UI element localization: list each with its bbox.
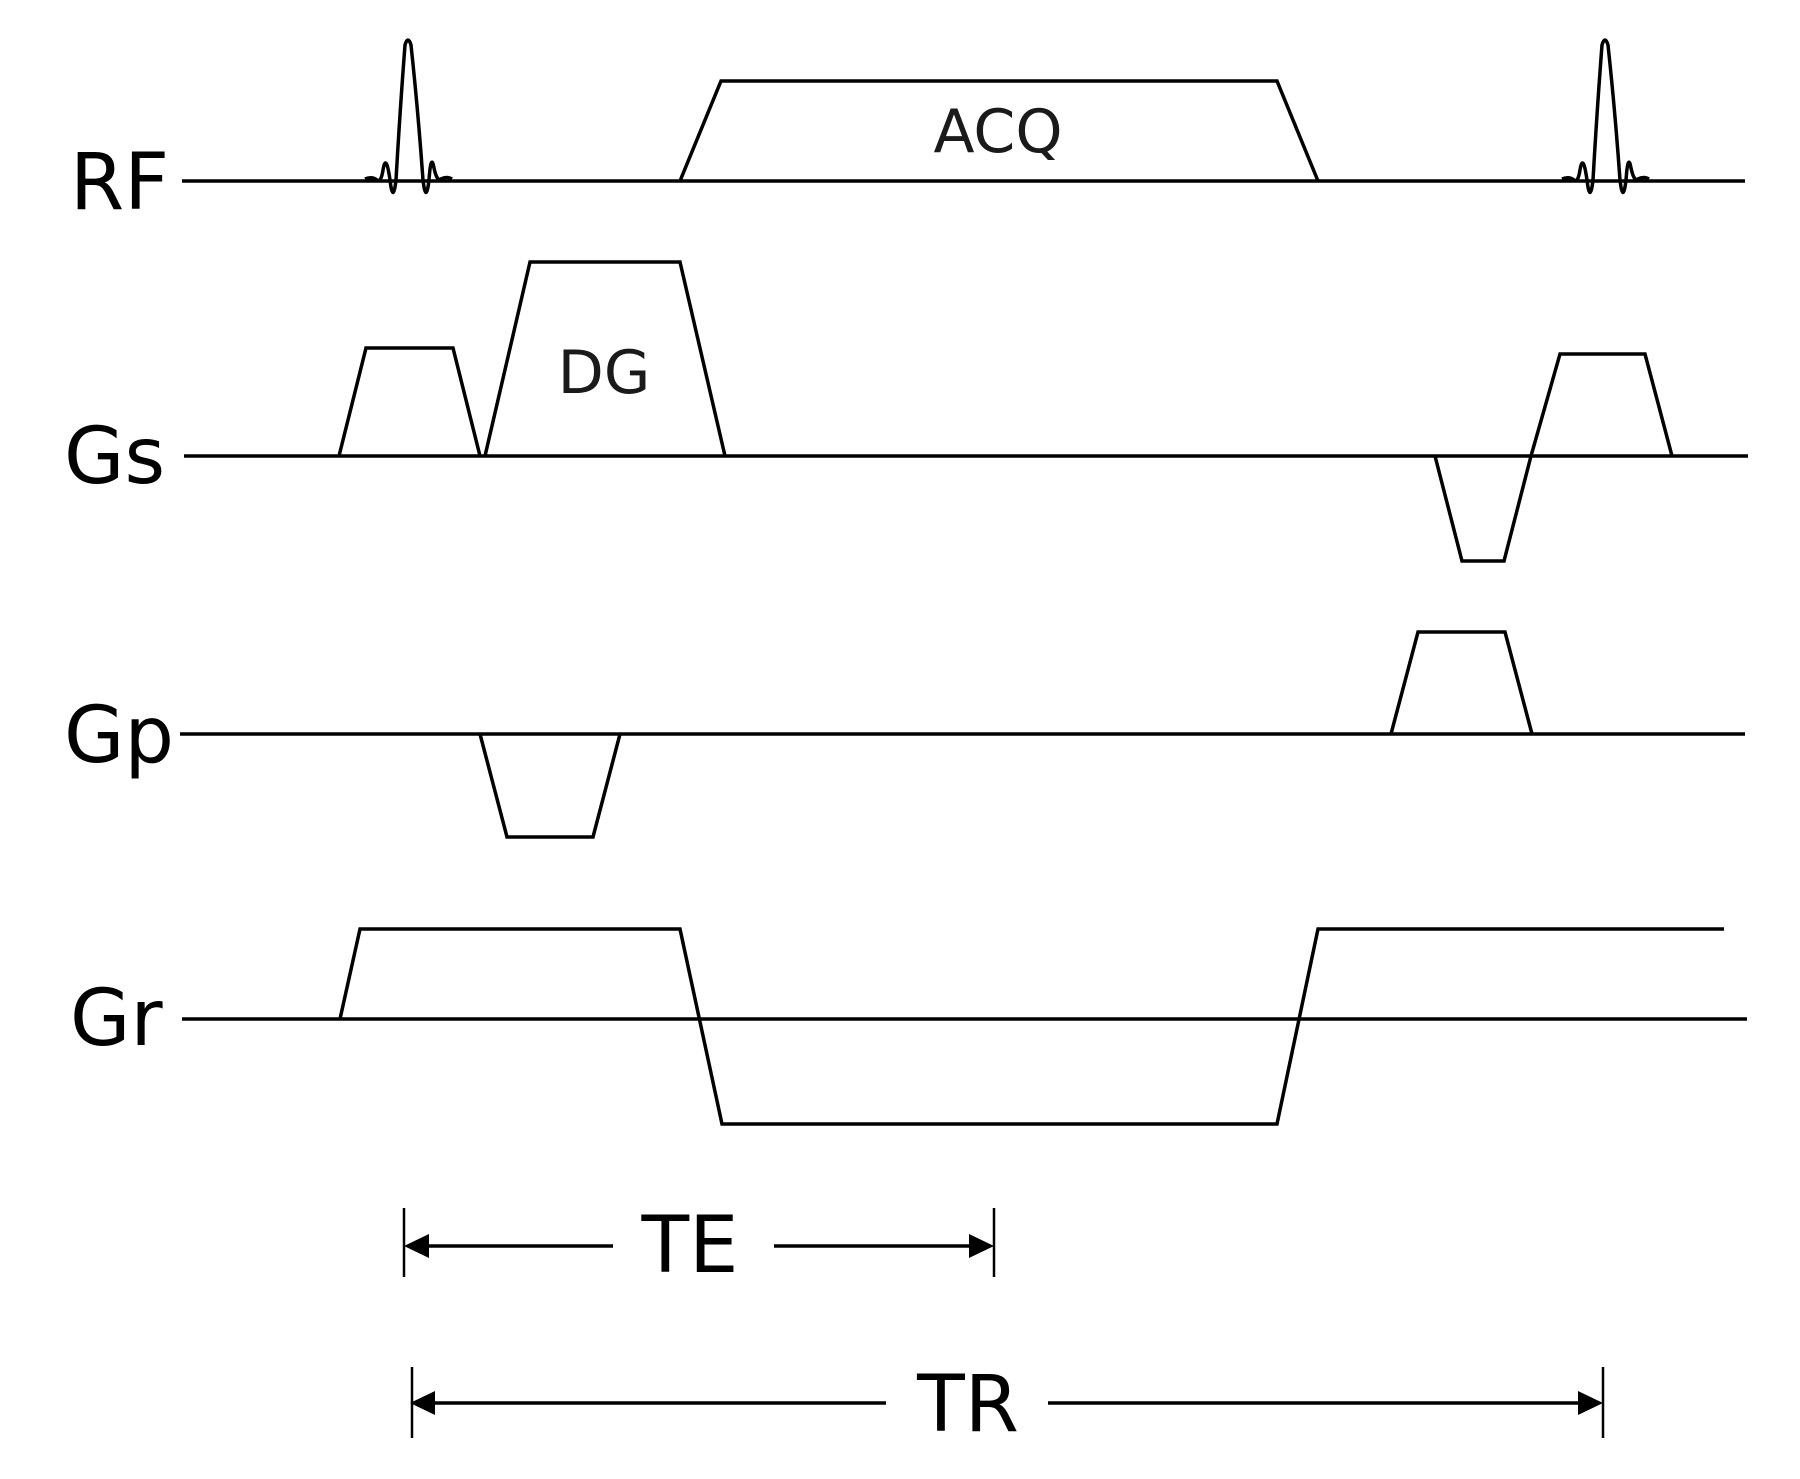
gr-label: Gr	[70, 974, 163, 1064]
gs-label: Gs	[64, 412, 165, 502]
acq-window	[678, 79, 1320, 182]
tr-arrow-right-head	[1578, 1391, 1603, 1415]
tr-arrow-left-head	[410, 1391, 435, 1415]
tr-label: TR	[916, 1360, 1019, 1450]
te-arrow-left-head	[404, 1234, 429, 1258]
te-arrow-right-head	[969, 1234, 994, 1258]
gp-label: Gp	[64, 691, 174, 781]
gp-phase-encode-lobe	[478, 733, 622, 839]
rf-sinc-pulse-1	[364, 38, 453, 195]
dg-diffusion-gradient	[483, 260, 727, 457]
te-label: TE	[641, 1201, 739, 1291]
gs-slice-select-lobe	[337, 346, 482, 457]
dg-label: DG	[558, 338, 651, 408]
acq-label: ACQ	[933, 97, 1062, 167]
gr-readout-waveform	[338, 927, 1724, 1126]
rf-sinc-pulse-2	[1561, 38, 1650, 195]
gp-rewinder-lobe	[1389, 630, 1534, 735]
rf-label: RF	[70, 138, 169, 228]
gs-refocus-lobe	[1433, 455, 1533, 563]
gs-slice-select-lobe-2	[1529, 352, 1674, 457]
